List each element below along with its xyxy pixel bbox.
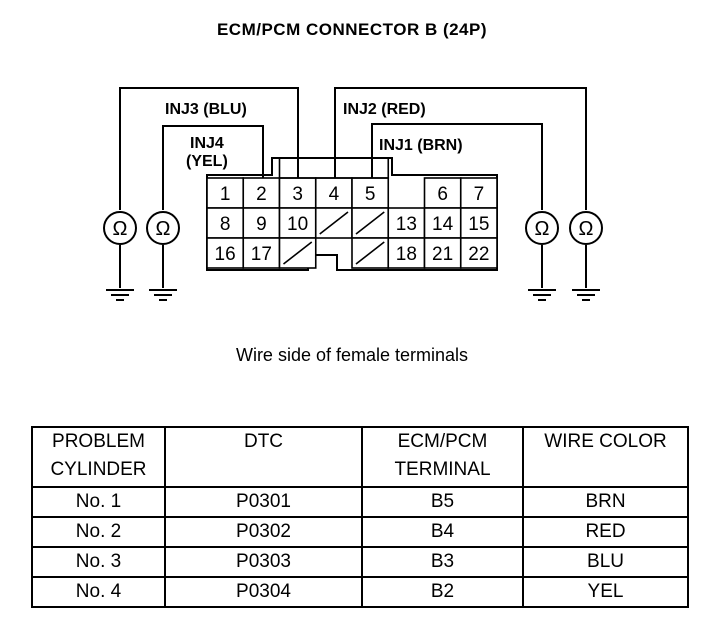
wire-inj1 [371, 123, 543, 210]
terminal-number: 3 [292, 184, 303, 205]
terminal-number: 7 [474, 184, 485, 205]
cell-color: YEL [522, 576, 689, 608]
terminal-cavity [351, 177, 390, 209]
table-row: No. 1 P0301 B5 BRN [31, 486, 689, 518]
ground-icon [106, 289, 134, 301]
ground-icon [149, 289, 177, 301]
connector-lock-tab [278, 157, 390, 179]
wire-inj3 [119, 87, 299, 210]
ground-icon [528, 289, 556, 301]
label-inj1: INJ1 (BRN) [379, 137, 463, 154]
header-dtc: DTC [164, 426, 363, 488]
terminal-number: 17 [251, 244, 272, 265]
cell-dtc: P0301 [164, 486, 363, 518]
cell-cylinder: No. 1 [31, 486, 166, 518]
terminal-cavity [423, 237, 462, 269]
terminal-number: 13 [396, 214, 417, 235]
terminal-number: 2 [256, 184, 267, 205]
terminal-number: 22 [468, 244, 489, 265]
label-inj3: INJ3 (BLU) [165, 101, 247, 118]
terminal-number: 16 [215, 244, 236, 265]
label-inj2: INJ2 (RED) [343, 101, 426, 118]
ohmmeter-icon [103, 211, 137, 245]
terminal-number: 21 [432, 244, 453, 265]
terminal-cavity [206, 177, 245, 209]
connector-diagram: 1 2 3 4 5 6 7 8 9 10 13 14 15 16 17 18 21 22 Ω Ω Ω Ω INJ3… [103, 87, 603, 301]
cell-terminal: B5 [361, 486, 524, 518]
wire-inj4 [162, 125, 264, 210]
terminal-cavity [242, 177, 281, 209]
blocked-slash [355, 241, 385, 265]
ohmmeter-icon [569, 211, 603, 245]
terminal-number: 5 [365, 184, 376, 205]
ohm-symbol: Ω [113, 218, 128, 240]
ground-icon [572, 289, 600, 301]
terminal-number: 8 [220, 214, 231, 235]
cell-cylinder: No. 2 [31, 516, 166, 548]
terminal-cavity [459, 207, 498, 239]
terminal-number: 9 [256, 214, 267, 235]
terminal-number: 15 [468, 214, 489, 235]
header-wire-color: WIRE COLOR [522, 426, 689, 488]
table-row: No. 4 P0304 B2 YEL [31, 576, 689, 608]
terminal-number: 10 [287, 214, 308, 235]
terminal-number: 14 [432, 214, 454, 235]
cell-terminal: B3 [361, 546, 524, 578]
ohm-symbol: Ω [156, 218, 171, 240]
blocked-slash [283, 241, 313, 265]
ohmmeter-icon [525, 211, 559, 245]
table-row: No. 2 P0302 B4 RED [31, 516, 689, 548]
label-inj4-color: (YEL) [186, 153, 228, 170]
terminal-number: 1 [220, 184, 231, 205]
wire-inj2 [334, 87, 587, 210]
label-inj4: INJ4 [190, 135, 224, 152]
diagram-title: ECM/PCM CONNECTOR B (24P) [216, 20, 488, 39]
cell-dtc: P0304 [164, 576, 363, 608]
terminal-number: 18 [396, 244, 417, 265]
terminal-cavity [206, 237, 245, 269]
blocked-slash [319, 211, 349, 235]
header-terminal: ECM/PCM TERMINAL [361, 426, 524, 488]
ohmmeter-icon [146, 211, 180, 245]
cell-terminal: B2 [361, 576, 524, 608]
cell-terminal: B4 [361, 516, 524, 548]
diagram-caption: Wire side of female terminals [235, 345, 469, 365]
cell-cylinder: No. 3 [31, 546, 166, 578]
cell-color: RED [522, 516, 689, 548]
header-problem-cylinder: PROBLEM CYLINDER [31, 426, 166, 488]
cell-cylinder: No. 4 [31, 576, 166, 608]
terminal-cavity [314, 177, 353, 209]
terminal-cavity [242, 237, 281, 269]
ohm-symbol: Ω [579, 218, 594, 240]
terminal-number: 6 [437, 184, 448, 205]
blocked-slash [355, 211, 385, 235]
cell-color: BLU [522, 546, 689, 578]
dtc-table: PROBLEM CYLINDER DTC ECM/PCM TERMINAL WI… [31, 426, 689, 608]
cell-dtc: P0303 [164, 546, 363, 578]
ohm-symbol: Ω [535, 218, 550, 240]
cell-color: BRN [522, 486, 689, 518]
terminal-number: 4 [329, 184, 340, 205]
table-header-row: PROBLEM CYLINDER DTC ECM/PCM TERMINAL WI… [31, 426, 689, 488]
cell-dtc: P0302 [164, 516, 363, 548]
table-row: No. 3 P0303 B3 BLU [31, 546, 689, 578]
terminal-cavity [459, 237, 498, 269]
